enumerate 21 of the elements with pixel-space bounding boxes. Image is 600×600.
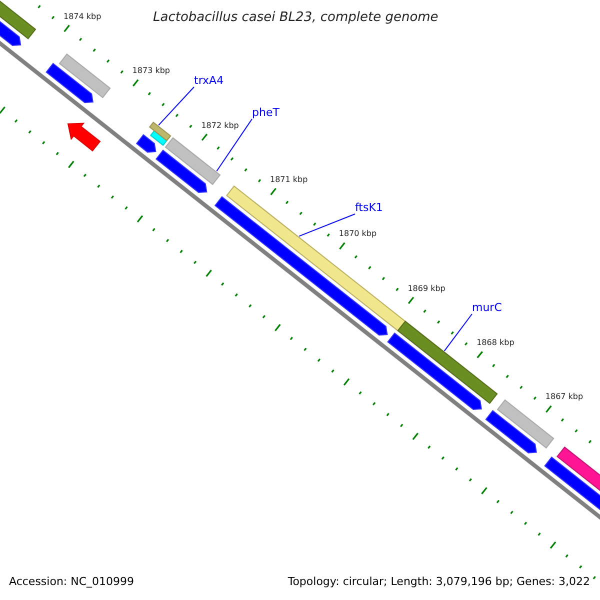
gene-bar	[164, 137, 221, 186]
gene-label: murC	[472, 301, 502, 314]
scale-label: 1868 kbp	[476, 338, 514, 347]
gene-label: trxA4	[194, 74, 224, 87]
leader-line	[216, 118, 252, 172]
gene-label: pheT	[252, 106, 280, 119]
scale-label: 1873 kbp	[132, 66, 170, 76]
leader-line	[158, 86, 194, 126]
gene-label: ftsK1	[355, 201, 383, 214]
scale-label: 1874 kbp	[64, 12, 102, 21]
gene-bar	[397, 320, 498, 404]
gene-bar	[226, 185, 406, 332]
leader-line	[444, 314, 472, 352]
scale-label: 1867 kbp	[545, 392, 584, 402]
accession-text: Accession: NC_010999	[9, 575, 134, 588]
genome-summary-text: Topology: circular; Length: 3,079,196 bp; Genes: 3,022	[288, 575, 590, 588]
gene-bar	[148, 122, 172, 142]
title: Lactobacillus casei BL23, complete genome	[153, 10, 438, 25]
scale-label: 1872 kbp	[201, 120, 239, 130]
scale-label: 1870 kbp	[338, 229, 377, 238]
leader-line	[298, 214, 356, 237]
